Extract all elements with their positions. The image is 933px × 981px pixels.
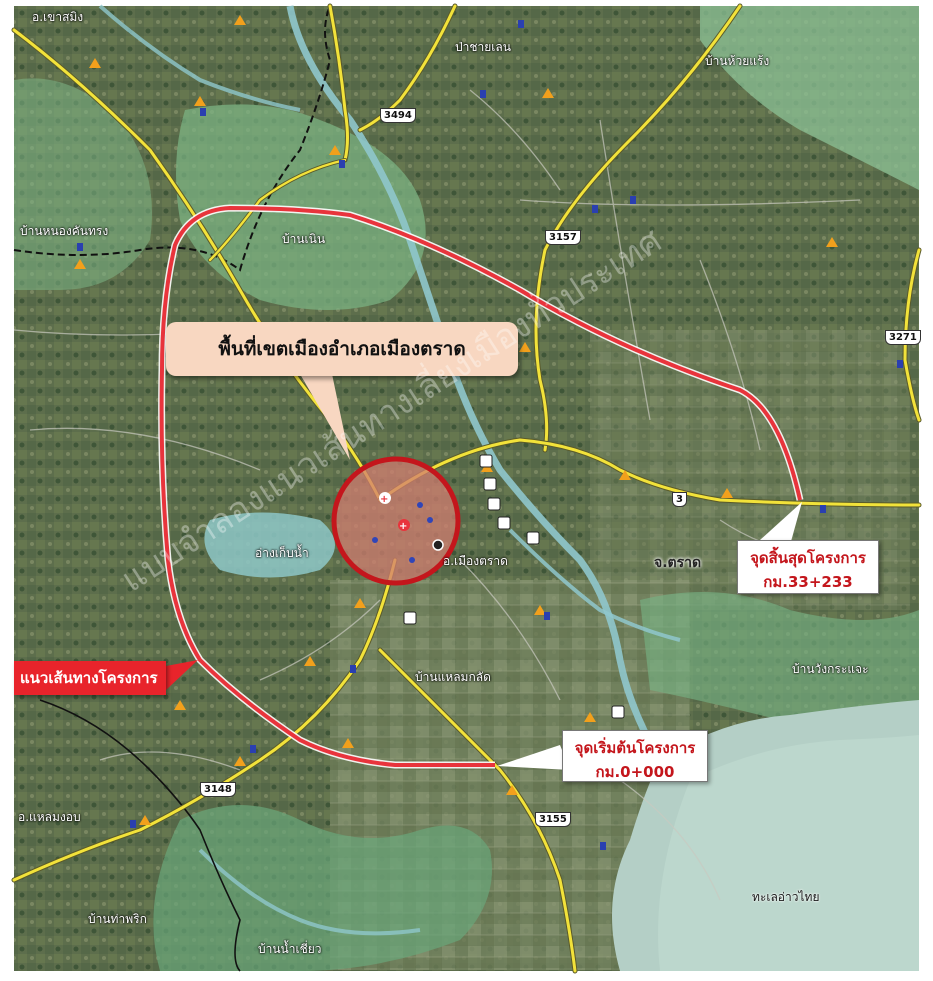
green-zone-northeast xyxy=(700,6,919,190)
mangrove-zone xyxy=(153,805,493,971)
place-label-ban-nam: บ้านน้ำเชี่ยว xyxy=(258,942,322,956)
project-start-title: จุดเริ่มต้นโครงการ xyxy=(574,739,696,757)
start-callout-tail xyxy=(497,745,570,770)
route-shield-3157: 3157 xyxy=(545,230,581,245)
project-end-callout: จุดสิ้นสุดโครงการ กม.33+233 xyxy=(737,540,879,594)
blue-pin-markers xyxy=(77,20,903,850)
route-shield-3155: 3155 xyxy=(535,812,571,827)
route-shield-3271: 3271 xyxy=(885,330,921,345)
project-route-line-core xyxy=(159,206,802,768)
minor-roads xyxy=(13,89,861,901)
place-label-laem-ngop: อ.แหลมงอบ xyxy=(18,810,81,824)
place-label-ban-mai: บ้านเนิน xyxy=(282,232,326,246)
urban-area-callout: พื้นที่เขตเมืองอำเภอเมืองตราด xyxy=(166,322,518,376)
urban-markers: + + xyxy=(372,492,444,563)
bus-station-markers xyxy=(403,454,625,719)
place-label-ban-nong: บ้านหนองคันทรง xyxy=(20,224,109,238)
place-label-changwat-trat: จ.ตราด xyxy=(654,555,702,571)
route-shield-3: 3 xyxy=(672,492,687,507)
place-label-ban-chong: บ้านวังกระแจะ xyxy=(792,662,869,676)
place-label-ban-huai: บ้านห้วยแร้ง xyxy=(705,54,770,68)
project-route-label: แนวเส้นทางโครงการ xyxy=(14,661,166,695)
project-start-km: กม.0+000 xyxy=(595,763,675,781)
project-end-km: กม.33+233 xyxy=(763,573,853,591)
highways xyxy=(11,3,922,974)
river-north-branch xyxy=(98,4,301,112)
project-start-callout: จุดเริ่มต้นโครงการ กม.0+000 xyxy=(562,730,708,782)
place-label-khao-saming: อ.เขาสมิง xyxy=(32,10,84,24)
route-label-tail xyxy=(166,660,198,690)
district-boundary xyxy=(13,5,332,272)
svg-text:+: + xyxy=(399,521,407,532)
green-zone-lake-area xyxy=(204,512,335,578)
sea-shallow xyxy=(658,735,919,971)
place-label-reservoir: อ่างเก็บน้ำ xyxy=(255,546,309,560)
green-zone-east-coast xyxy=(640,592,919,725)
place-label-forest: ป่าชายเลน xyxy=(455,40,511,54)
place-label-sea: ทะเลอ่าวไทย xyxy=(752,890,820,904)
end-callout-tail xyxy=(760,502,802,545)
project-end-title: จุดสิ้นสุดโครงการ xyxy=(750,549,866,567)
river-east-branch xyxy=(508,528,681,642)
river-main xyxy=(286,5,664,762)
place-label-ban-kaeng: บ้านแหลมกลัด xyxy=(415,670,491,684)
route-shield-3494: 3494 xyxy=(380,108,416,123)
place-label-mueang-trat: อ.เมืองตราด xyxy=(443,554,508,568)
urban-callout-tail xyxy=(300,374,350,460)
urban-zone-circle[interactable] xyxy=(331,456,461,586)
route-shield-3148: 3148 xyxy=(200,782,236,797)
river-south-branch xyxy=(198,848,421,936)
landmark-markers xyxy=(74,15,838,825)
svg-text:+: + xyxy=(380,494,388,505)
place-label-ban-tha: บ้านท่าพริก xyxy=(88,912,147,926)
green-zone-west xyxy=(14,78,152,290)
district-boundary-south xyxy=(39,699,241,972)
